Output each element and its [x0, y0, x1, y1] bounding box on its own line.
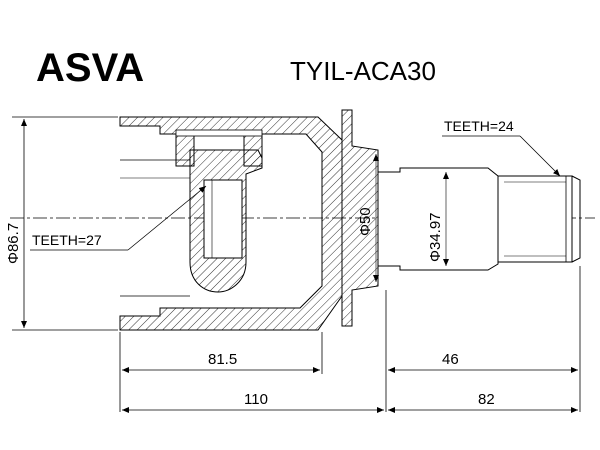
hub-spline-bore: [203, 179, 243, 259]
label-teeth-inner: TEETH=27: [32, 232, 102, 248]
roller-block-left: [175, 133, 195, 167]
dim-label-82: 82: [478, 391, 495, 408]
leader-teeth-inner-diag: [127, 185, 207, 251]
label-dia-outer: Φ86.7: [5, 223, 22, 264]
label-dia-3497: Φ34.97: [427, 212, 444, 262]
part-number: TYIL-ACA30: [290, 56, 436, 86]
dim-label-46: 46: [442, 351, 459, 368]
label-teeth-outer: TEETH=24: [444, 118, 514, 134]
brand-logo: ASVA: [36, 46, 145, 90]
shaft-end: [571, 175, 581, 263]
dim-label-110: 110: [244, 391, 268, 408]
dim-label-815: 81.5: [208, 351, 237, 368]
roller-block-right: [243, 133, 263, 167]
shaft-spline: [497, 175, 573, 263]
shaft-body: [377, 167, 499, 271]
roller-cap: [175, 129, 263, 137]
leader-teeth-outer-diag: [519, 135, 561, 177]
label-dia-50: Φ50: [357, 207, 374, 236]
housing-flange: [341, 109, 379, 327]
